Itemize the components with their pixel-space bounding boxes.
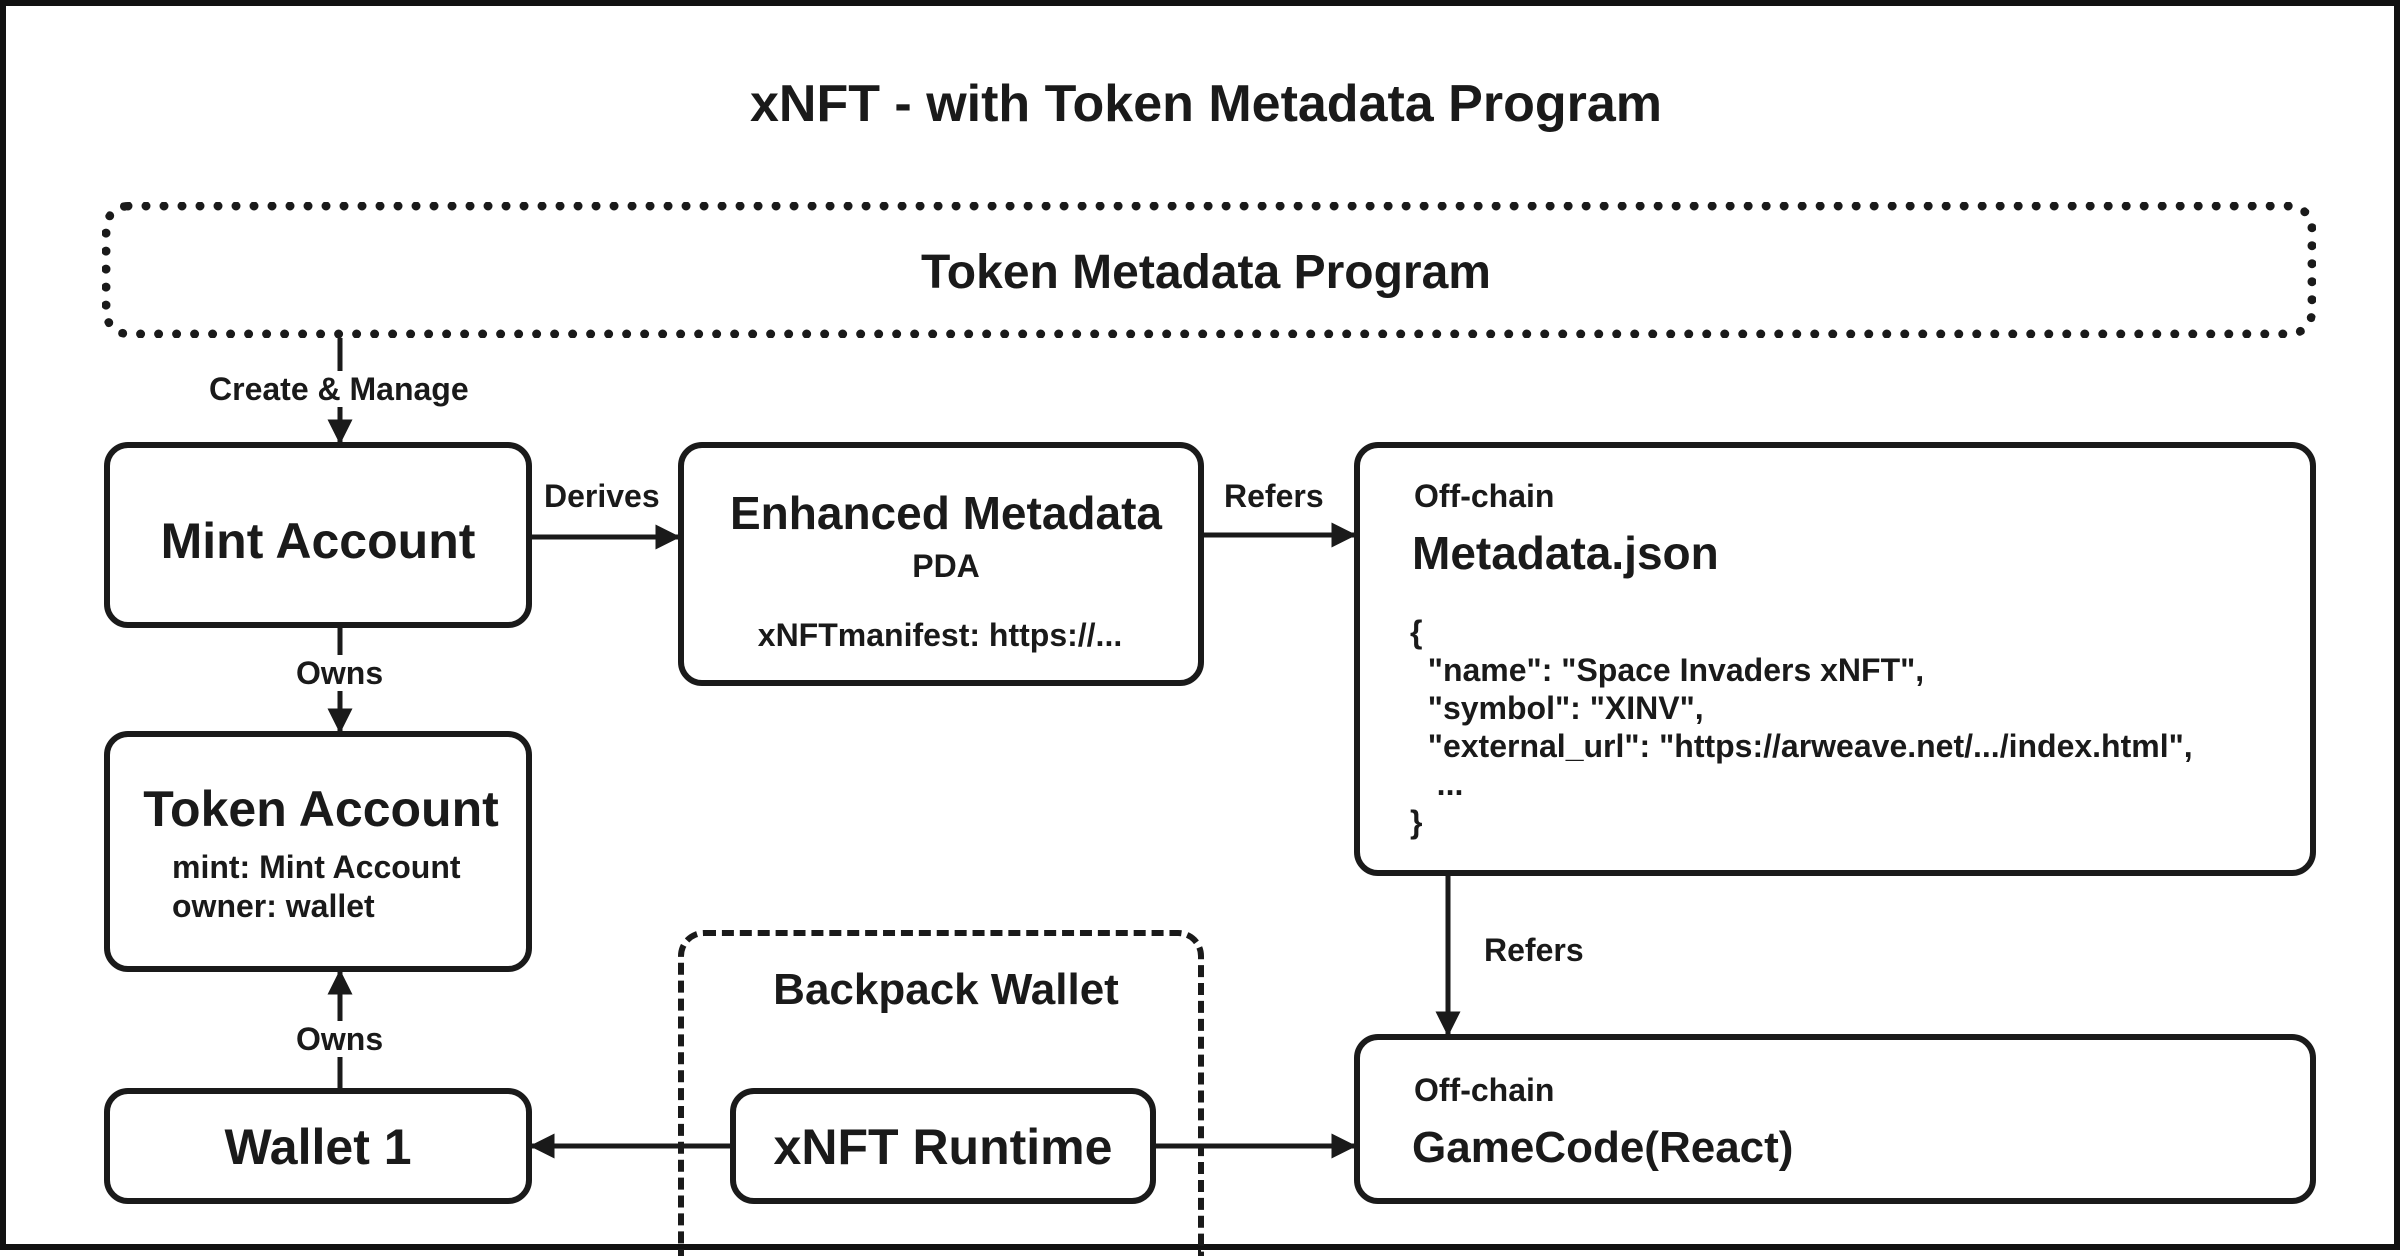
token-account-title: Token Account — [143, 781, 499, 837]
edge-label-refers-right: Refers — [1484, 932, 1584, 968]
token-account-mint-field: mint: Mint Account — [172, 849, 461, 885]
metadata-json-node — [1354, 442, 2316, 876]
token-metadata-program-label: Token Metadata Program — [921, 246, 1491, 299]
diagram-title: xNFT - with Token Metadata Program — [749, 75, 1663, 133]
gamecode-node — [1354, 1034, 2316, 1204]
gamecode-tag: Off-chain — [1414, 1072, 1555, 1108]
edge-label-owns-mint: Owns — [292, 655, 388, 691]
enhanced-metadata-node — [678, 442, 1204, 686]
token-metadata-program-node — [102, 202, 2316, 338]
metadata-json-line-2: "name": "Space Invaders xNFT", — [1410, 652, 1925, 688]
edge-label-refers-top: Refers — [1224, 478, 1324, 514]
backpack-wallet-group — [678, 930, 1204, 1256]
edge-label-create-manage: Create & Manage — [205, 371, 473, 407]
mint-account-node — [104, 442, 532, 628]
wallet-1-node — [104, 1088, 532, 1204]
xnft-runtime-node — [730, 1088, 1156, 1204]
metadata-json-title: Metadata.json — [1412, 527, 1719, 579]
metadata-json-line-6: } — [1410, 804, 1423, 840]
token-account-owner-field: owner: wallet — [172, 888, 375, 924]
metadata-json-tag: Off-chain — [1414, 478, 1555, 514]
token-account-node — [104, 731, 532, 972]
metadata-json-line-4: "external_url": "https://arweave.net/...… — [1410, 728, 2193, 764]
gamecode-title: GameCode(React) — [1412, 1123, 1794, 1172]
edge-label-owns-wallet: Owns — [292, 1021, 388, 1057]
mint-account-label: Mint Account — [160, 513, 476, 569]
enhanced-metadata-title: Enhanced Metadata — [730, 487, 1162, 539]
enhanced-metadata-subtitle: PDA — [912, 548, 980, 584]
wallet-1-label: Wallet 1 — [224, 1119, 412, 1175]
metadata-json-line-3: "symbol": "XINV", — [1410, 690, 1704, 726]
metadata-json-line-1: { — [1410, 614, 1423, 650]
enhanced-metadata-field: xNFTmanifest: https://... — [757, 617, 1123, 653]
edge-label-derives: Derives — [544, 478, 660, 514]
backpack-wallet-label: Backpack Wallet — [773, 965, 1119, 1014]
xnft-runtime-label: xNFT Runtime — [773, 1119, 1113, 1175]
metadata-json-line-5: ... — [1410, 766, 1464, 802]
